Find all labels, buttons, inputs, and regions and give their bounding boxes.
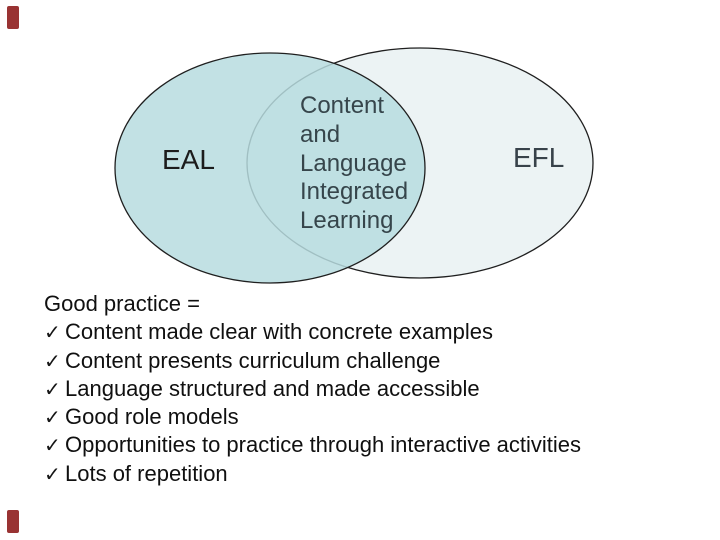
- good-practice-heading: Good practice =: [44, 291, 200, 316]
- list-item: ✓Content presents curriculum challenge: [44, 347, 581, 375]
- clil-line: Integrated: [300, 178, 409, 206]
- good-practice-list: Good practice = ✓Content made clear with…: [44, 290, 581, 488]
- list-item-text: Good role models: [65, 404, 239, 430]
- checkmark-icon: ✓: [44, 405, 61, 430]
- list-item: ✓Lots of repetition: [44, 460, 581, 488]
- list-item-text: Content presents curriculum challenge: [65, 347, 441, 373]
- clil-line: Language: [300, 149, 407, 177]
- checkmark-icon: ✓: [44, 461, 61, 486]
- list-item-text: Opportunities to practice through intera…: [65, 432, 582, 458]
- overlap-clil-text: Content and Language Integrated Learning: [300, 92, 408, 236]
- list-item: ✓Good role models: [44, 403, 581, 431]
- efl-set-label: EFL: [513, 142, 565, 173]
- clil-line: Content: [300, 92, 385, 119]
- clil-line: Learning: [300, 207, 394, 235]
- list-item: ✓Content made clear with concrete exampl…: [44, 318, 581, 346]
- checkmark-icon: ✓: [44, 348, 61, 373]
- eal-set-label: EAL: [162, 144, 215, 175]
- list-item-text: Language structured and made accessible: [65, 375, 480, 401]
- list-item: ✓Opportunities to practice through inter…: [44, 431, 581, 459]
- list-item: ✓Language structured and made accessible: [44, 375, 581, 403]
- checkmark-icon: ✓: [44, 376, 61, 401]
- checkmark-icon: ✓: [44, 320, 61, 345]
- eal-ellipse: [114, 52, 426, 284]
- clil-line: and: [300, 120, 341, 148]
- list-item-text: Lots of repetition: [65, 460, 228, 486]
- corner-accent-bottom: [7, 510, 19, 533]
- list-item-text: Content made clear with concrete example…: [65, 319, 493, 345]
- corner-accent-top: [7, 6, 19, 29]
- checkmark-icon: ✓: [44, 433, 61, 458]
